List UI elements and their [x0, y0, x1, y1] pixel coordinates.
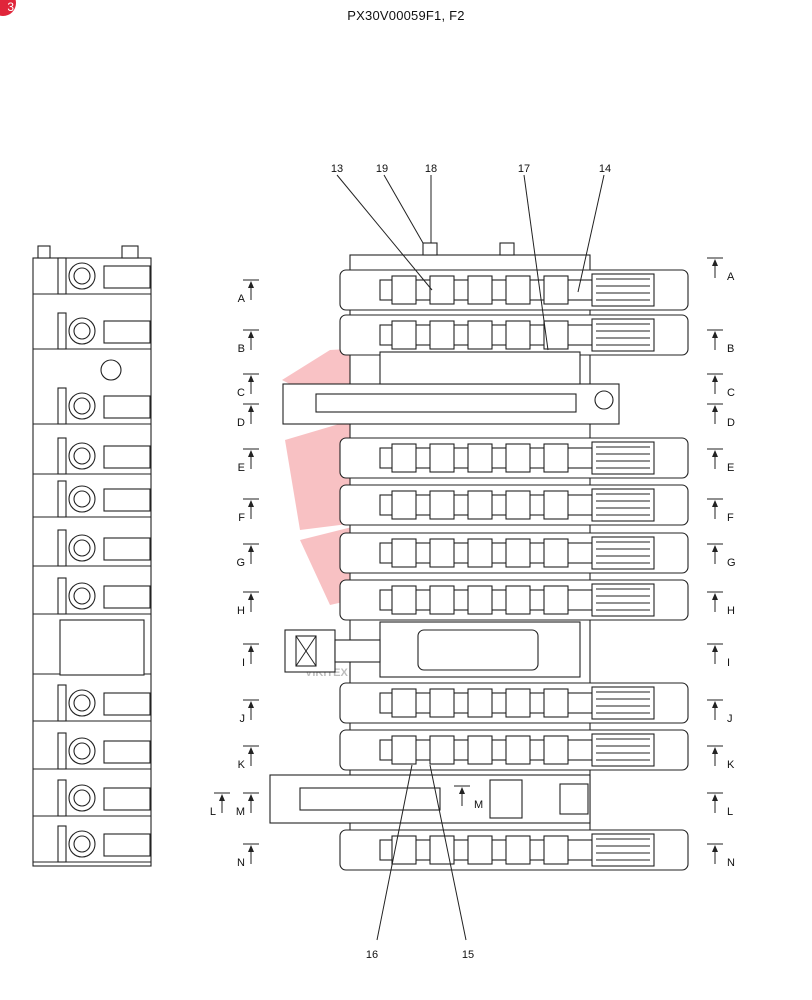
- svg-text:B: B: [238, 343, 245, 355]
- svg-text:L: L: [727, 806, 733, 818]
- svg-text:D: D: [727, 417, 735, 429]
- svg-text:J: J: [727, 713, 733, 725]
- side-port: [57, 684, 151, 722]
- svg-text:K: K: [727, 759, 735, 771]
- svg-text:G: G: [236, 557, 245, 569]
- section-marker: J: [240, 699, 259, 725]
- side-port: [57, 779, 151, 817]
- svg-text:J: J: [240, 713, 246, 725]
- section-marker: H: [707, 591, 735, 617]
- svg-text:K: K: [238, 759, 246, 771]
- svg-text:H: H: [237, 605, 245, 617]
- section-marker: G: [707, 543, 736, 569]
- section-marker: D: [237, 403, 259, 429]
- spool-row: [339, 682, 689, 724]
- section-marker: A: [707, 257, 735, 283]
- section-marker: L: [210, 792, 230, 818]
- svg-text:D: D: [237, 417, 245, 429]
- svg-text:L: L: [210, 806, 216, 818]
- side-port: [57, 480, 151, 518]
- svg-text:B: B: [727, 343, 734, 355]
- svg-text:E: E: [727, 462, 734, 474]
- side-port: [57, 732, 151, 770]
- callout-17: 17: [518, 163, 530, 175]
- section-marker: E: [707, 448, 734, 474]
- spool-row: [339, 532, 689, 574]
- section-marker: B: [707, 329, 734, 355]
- side-port: [57, 312, 151, 350]
- section-marker: K: [707, 745, 735, 771]
- svg-text:F: F: [238, 512, 245, 524]
- section-marker: H: [237, 591, 259, 617]
- page-badge: 3: [0, 0, 16, 16]
- svg-text:M: M: [474, 799, 483, 811]
- callout-group: 13 19 18 17 14 16 15: [331, 163, 611, 961]
- section-marker: I: [242, 643, 259, 669]
- section-marker: M: [454, 785, 483, 811]
- svg-text:G: G: [727, 557, 736, 569]
- callout-15: 15: [462, 949, 474, 961]
- section-marker: A: [238, 279, 259, 305]
- section-marker: F: [707, 498, 734, 524]
- side-port: [57, 825, 151, 863]
- side-body: [32, 257, 152, 867]
- svg-text:C: C: [727, 387, 735, 399]
- spool-row-wide: [282, 351, 620, 425]
- section-marker: K: [238, 745, 259, 771]
- spool-row: [339, 579, 689, 621]
- section-marker: N: [237, 843, 259, 869]
- section-marker: C: [707, 373, 735, 399]
- section-markers-right: A B C D E F G H I J K L N: [707, 257, 736, 869]
- spool-row: [339, 829, 689, 871]
- side-port: [57, 577, 151, 615]
- section-marker: C: [237, 373, 259, 399]
- side-view: [32, 245, 152, 867]
- svg-text:I: I: [242, 657, 245, 669]
- section-markers-left: A B C D E F G H I J K M N: [236, 279, 259, 869]
- svg-text:A: A: [727, 271, 735, 283]
- svg-text:N: N: [727, 857, 735, 869]
- section-marker: M: [236, 792, 259, 818]
- section-marker: L: [707, 792, 733, 818]
- section-marker: N: [707, 843, 735, 869]
- side-port: [57, 529, 151, 567]
- section-markers-extra: LM: [210, 785, 483, 818]
- solenoid-section: [284, 621, 581, 678]
- top-bolt: [422, 242, 438, 256]
- section-marker: G: [236, 543, 259, 569]
- svg-text:E: E: [238, 462, 245, 474]
- spool-row: [339, 484, 689, 526]
- spool-row: [339, 729, 689, 771]
- side-port: [57, 257, 151, 295]
- svg-text:A: A: [238, 293, 246, 305]
- main-sectional-view: [269, 242, 689, 871]
- side-port: [57, 437, 151, 475]
- spool-row: [339, 314, 689, 356]
- spool-row: [339, 269, 689, 311]
- section-marker: I: [707, 643, 730, 669]
- top-bolt: [499, 242, 515, 256]
- spool-row: [339, 437, 689, 479]
- section-marker: E: [238, 448, 259, 474]
- svg-text:M: M: [236, 806, 245, 818]
- callout-16: 16: [366, 949, 378, 961]
- section-marker: D: [707, 403, 735, 429]
- drawing-title: PX30V00059F1, F2: [347, 8, 465, 23]
- section-marker: J: [707, 699, 733, 725]
- callout-14: 14: [599, 163, 611, 175]
- callout-13: 13: [331, 163, 343, 175]
- svg-text:C: C: [237, 387, 245, 399]
- svg-text:N: N: [237, 857, 245, 869]
- callout-18: 18: [425, 163, 437, 175]
- svg-text:H: H: [727, 605, 735, 617]
- section-marker: F: [238, 498, 259, 524]
- svg-text:I: I: [727, 657, 730, 669]
- section-marker: B: [238, 329, 259, 355]
- svg-text:F: F: [727, 512, 734, 524]
- side-port: [57, 387, 151, 425]
- callout-19: 19: [376, 163, 388, 175]
- lower-spool-section: [269, 774, 591, 824]
